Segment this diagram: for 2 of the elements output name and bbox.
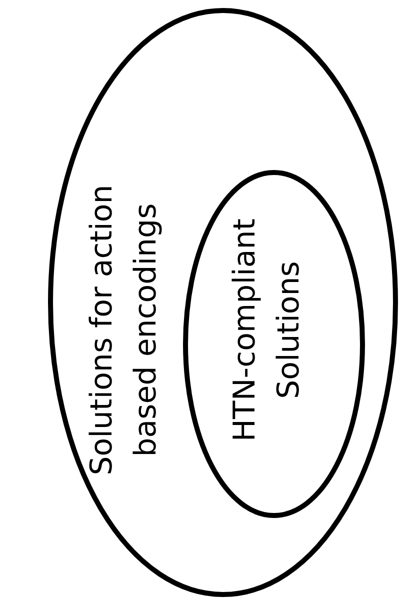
set-label: HTN-compliant Solutions — [226, 217, 307, 444]
set-label: Solutions for action based encodings — [84, 184, 164, 478]
